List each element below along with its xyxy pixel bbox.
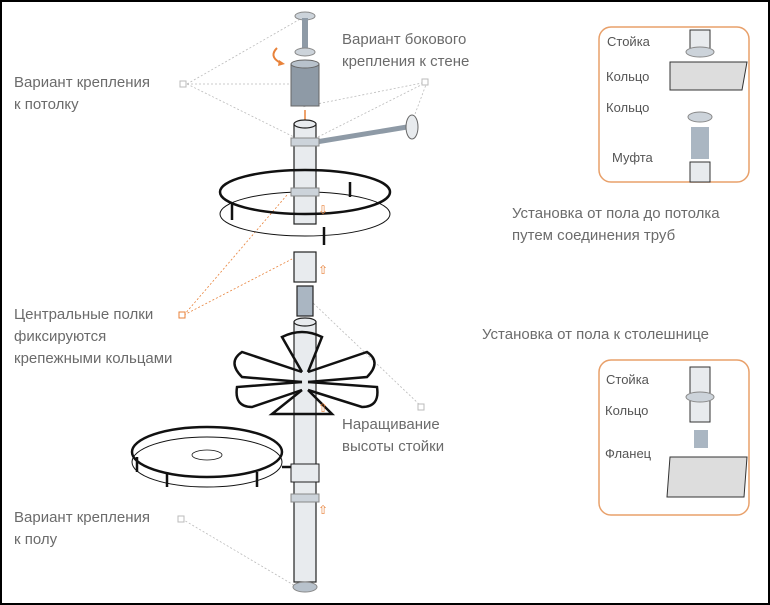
arrows: ⇩ ⇧ ⇧ ⇧ [318,203,328,517]
inset-top-stoika: Стойка [607,34,650,49]
floor-flange [292,581,318,593]
orange-leaders [183,194,293,316]
inset-bottom-stoika: Стойка [606,372,649,387]
label-markers [177,78,429,523]
main-pole [293,119,317,583]
inset-bottom-koltso: Кольцо [605,403,649,418]
leader-lines [181,17,428,588]
inset-top-koltso2: Кольцо [606,100,650,115]
fixing-ring [290,187,320,197]
label-install-floor-counter: Установка от пола к столешнице [482,326,710,343]
star-shelf [233,330,379,416]
shelf-bracket [290,463,320,483]
inset-bottom-drawing [666,366,748,498]
inset-bottom-flanets: Фланец [605,446,652,461]
inset-top-mufta: Муфта [612,150,653,165]
round-shelf-bottom [130,425,294,488]
svg-text:⇧: ⇧ [318,503,328,517]
inset-top-koltso1: Кольцо [606,69,650,84]
inset-top-drawing [669,29,748,183]
svg-text:⇧: ⇧ [318,263,328,277]
svg-text:⇩: ⇩ [318,203,328,217]
svg-text:⇧: ⇧ [318,401,328,415]
ceiling-mount [272,11,320,120]
fixing-ring-bottom [290,493,320,503]
wall-arm [290,114,419,147]
